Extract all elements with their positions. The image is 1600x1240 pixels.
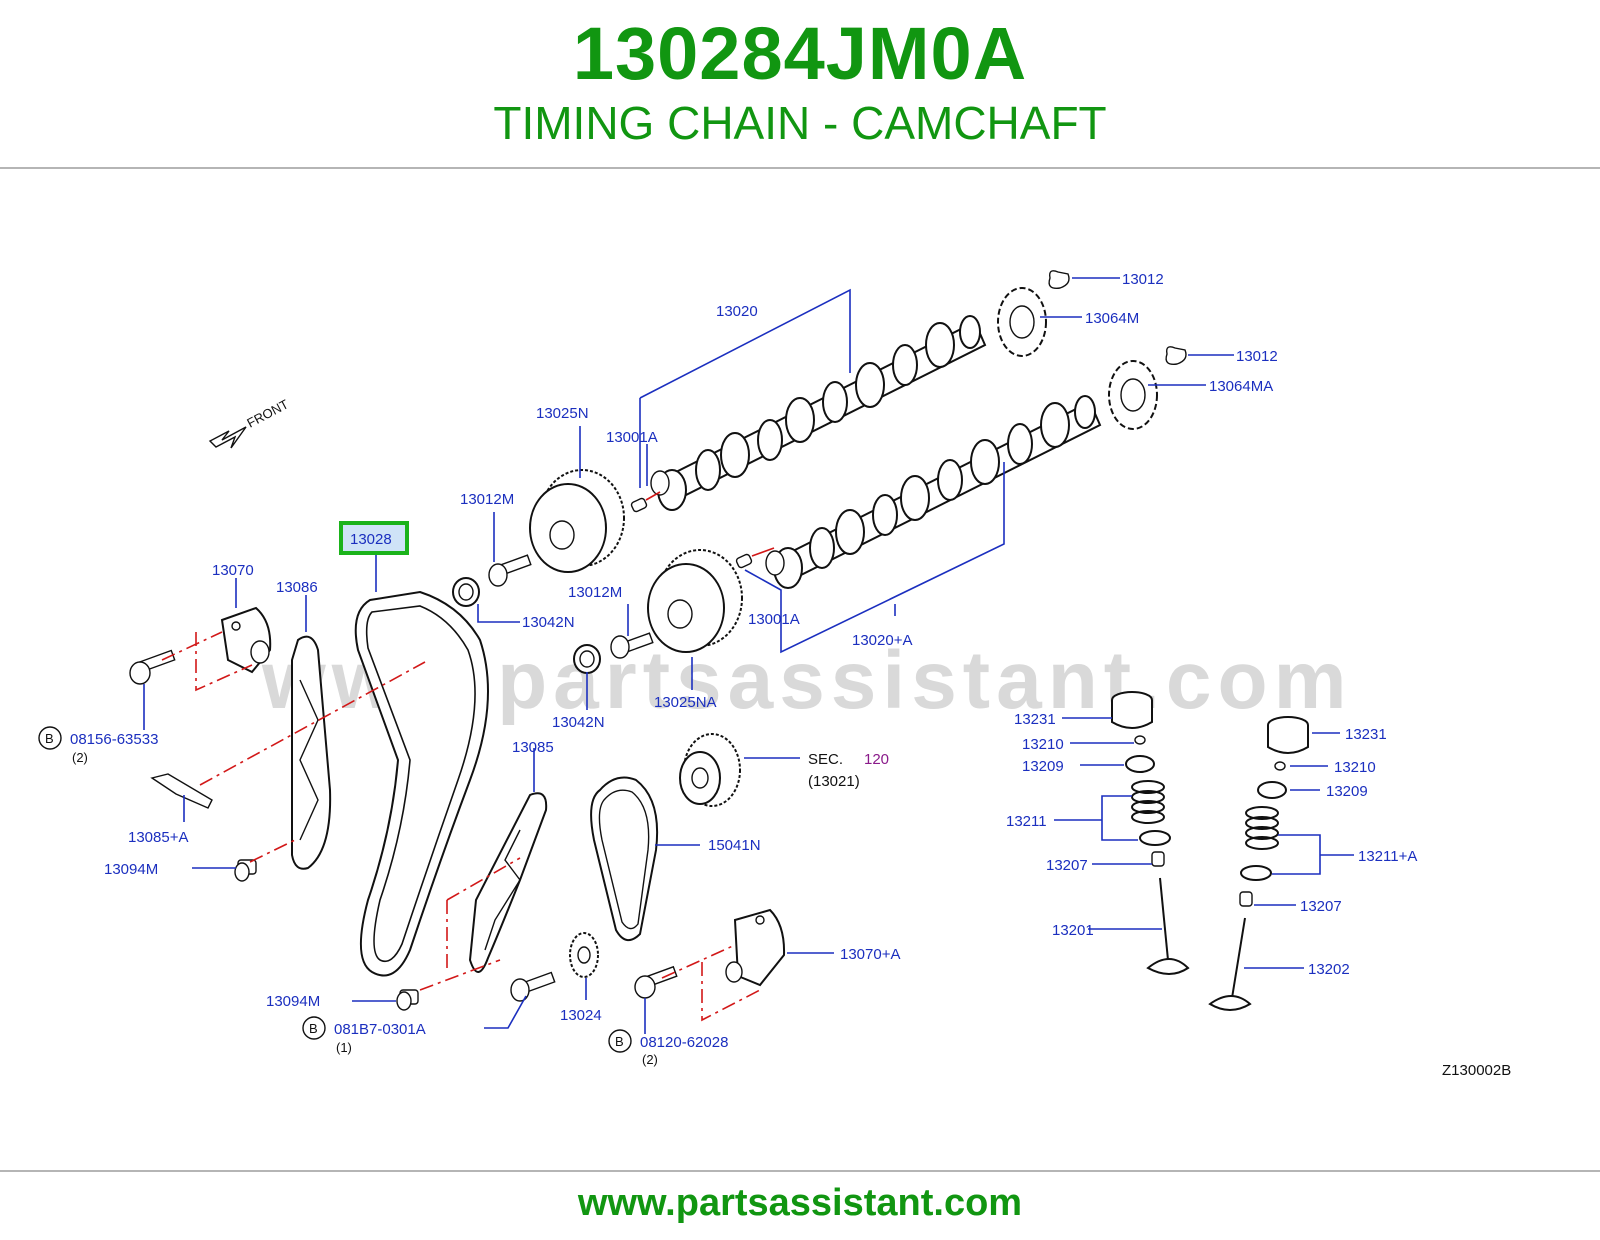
callout-08156-63533[interactable]: B 08156-63533 (2) bbox=[38, 726, 158, 765]
dowel-pin-lower bbox=[735, 547, 775, 569]
bolt-marker-letter: B bbox=[45, 731, 54, 746]
guide-bolt-081B7 bbox=[510, 971, 556, 1002]
callout-08156-qty: (2) bbox=[72, 750, 88, 765]
callout-13201[interactable]: 13201 bbox=[1052, 922, 1094, 939]
washer-upper bbox=[452, 577, 480, 607]
callout-13211A[interactable]: 13211+A bbox=[1358, 848, 1417, 865]
callout-13025NA[interactable]: 13025NA bbox=[654, 694, 717, 711]
front-arrow-icon: FRONT bbox=[208, 396, 291, 449]
callout-13209-right[interactable]: 13209 bbox=[1326, 783, 1368, 800]
callout-sec-120[interactable]: SEC. 120 (13021) bbox=[808, 751, 889, 790]
guide-bolt-upper bbox=[234, 859, 257, 882]
callout-081B7-qty: (1) bbox=[336, 1040, 352, 1055]
oil-pump-sprocket bbox=[569, 932, 599, 978]
oil-pump-chain bbox=[590, 776, 659, 941]
parts-diagram-svg: www.partsassistant.com FRONT bbox=[38, 270, 1511, 1079]
sprocket-bolt-lower bbox=[610, 632, 654, 659]
tension-guide bbox=[468, 792, 548, 973]
callout-13028[interactable]: 13028 bbox=[350, 531, 392, 548]
callout-13211[interactable]: 13211 bbox=[1006, 813, 1047, 830]
callout-13012-upper[interactable]: 13012 bbox=[1122, 271, 1164, 288]
dowel-pin-upper bbox=[630, 491, 661, 513]
front-label: FRONT bbox=[244, 396, 291, 430]
callout-08120-qty: (2) bbox=[642, 1052, 658, 1067]
footer-divider bbox=[0, 1170, 1600, 1172]
callout-labels: 13012 13064M 13020 13012 13064MA 13025N … bbox=[38, 271, 1511, 1079]
header: 130284JM0A TIMING CHAIN - CAMCHAFT bbox=[0, 0, 1600, 168]
callout-13070A[interactable]: 13070+A bbox=[840, 946, 900, 963]
timing-chain-main bbox=[354, 590, 489, 977]
cam-sprocket-intake bbox=[647, 549, 743, 653]
sec-number[interactable]: 120 bbox=[864, 751, 889, 768]
tensioner-bolt bbox=[129, 649, 176, 685]
guide-bolt-lower bbox=[396, 989, 419, 1011]
callout-13042N-lower[interactable]: 13042N bbox=[552, 714, 605, 731]
slack-guide bbox=[291, 635, 332, 870]
callout-13064M[interactable]: 13064M bbox=[1085, 310, 1139, 327]
sec-sub: (13021) bbox=[808, 773, 860, 790]
bolt-marker-letter: B bbox=[615, 1034, 624, 1049]
callout-13025N[interactable]: 13025N bbox=[536, 405, 589, 422]
sec-label: SEC. bbox=[808, 751, 843, 768]
leader-lines bbox=[143, 277, 1354, 1034]
callout-13094M-upper[interactable]: 13094M bbox=[104, 861, 158, 878]
callout-13012M-lower[interactable]: 13012M bbox=[568, 584, 622, 601]
chain-tensioner-lower bbox=[725, 908, 786, 987]
diagram-title: TIMING CHAIN - CAMCHAFT bbox=[493, 97, 1107, 149]
washer-lower bbox=[573, 644, 601, 674]
callout-13070[interactable]: 13070 bbox=[212, 562, 254, 579]
callout-13012-lower[interactable]: 13012 bbox=[1236, 348, 1278, 365]
callout-13207-right[interactable]: 13207 bbox=[1300, 898, 1342, 915]
callout-13210-left[interactable]: 13210 bbox=[1022, 736, 1064, 753]
footer-url[interactable]: www.partsassistant.com bbox=[577, 1182, 1023, 1224]
sprocket-bolt-upper bbox=[488, 554, 532, 587]
callout-08156-label: 08156-63533 bbox=[70, 731, 158, 748]
callout-13020A[interactable]: 13020+A bbox=[852, 632, 912, 649]
callout-08120-label: 08120-62028 bbox=[640, 1034, 728, 1051]
chain-tensioner-upper bbox=[220, 606, 272, 674]
header-divider bbox=[0, 167, 1600, 169]
bolt-marker-icon bbox=[38, 726, 62, 750]
valve-train-right bbox=[1208, 716, 1309, 1011]
exhaust-camshaft bbox=[650, 315, 987, 511]
alignment-lines bbox=[161, 631, 761, 1022]
callout-13231-right[interactable]: 13231 bbox=[1345, 726, 1387, 743]
callout-13209-left[interactable]: 13209 bbox=[1022, 758, 1064, 775]
part-number: 130284JM0A bbox=[572, 12, 1028, 95]
callout-081B7-label: 081B7-0301A bbox=[334, 1021, 426, 1038]
valve-train-left bbox=[1111, 691, 1190, 975]
callout-15041N[interactable]: 15041N bbox=[708, 837, 761, 854]
signal-plate-lower bbox=[1108, 346, 1187, 430]
highlighted-part-box[interactable] bbox=[339, 521, 409, 555]
bolt-marker-icon bbox=[302, 1016, 326, 1040]
callout-13020[interactable]: 13020 bbox=[716, 303, 758, 320]
callout-13024[interactable]: 13024 bbox=[560, 1007, 602, 1024]
callout-13012M-upper[interactable]: 13012M bbox=[460, 491, 514, 508]
bolt-marker-icon bbox=[608, 1029, 632, 1053]
intake-camshaft bbox=[765, 395, 1102, 589]
cam-sprocket-exhaust bbox=[529, 469, 625, 573]
callout-13207-left[interactable]: 13207 bbox=[1046, 857, 1088, 874]
reference-code: Z130002B bbox=[1442, 1062, 1511, 1079]
callout-08120-62028[interactable]: B 08120-62028 (2) bbox=[608, 1029, 728, 1067]
callout-13231-left[interactable]: 13231 bbox=[1014, 711, 1056, 728]
callout-13001A-lower[interactable]: 13001A bbox=[748, 611, 800, 628]
tensioner-plate bbox=[150, 773, 213, 809]
callout-13202[interactable]: 13202 bbox=[1308, 961, 1350, 978]
signal-plate-upper bbox=[997, 270, 1070, 357]
callout-13001A-upper[interactable]: 13001A bbox=[606, 429, 658, 446]
bolt-marker-letter: B bbox=[309, 1021, 318, 1036]
callout-13085[interactable]: 13085 bbox=[512, 739, 554, 756]
callout-13064MA[interactable]: 13064MA bbox=[1209, 378, 1273, 395]
parts-diagram: www.partsassistant.com FRONT bbox=[0, 170, 1600, 1170]
callout-081B7-0301A[interactable]: B 081B7-0301A (1) bbox=[302, 1016, 426, 1055]
crankshaft-sprocket bbox=[679, 733, 741, 807]
tensioner-bolt-lower bbox=[634, 965, 678, 999]
callout-13094M-lower[interactable]: 13094M bbox=[266, 993, 320, 1010]
callout-13085A[interactable]: 13085+A bbox=[128, 829, 188, 846]
callout-13042N-upper[interactable]: 13042N bbox=[522, 614, 575, 631]
callout-13086[interactable]: 13086 bbox=[276, 579, 318, 596]
callout-13210-right[interactable]: 13210 bbox=[1334, 759, 1376, 776]
